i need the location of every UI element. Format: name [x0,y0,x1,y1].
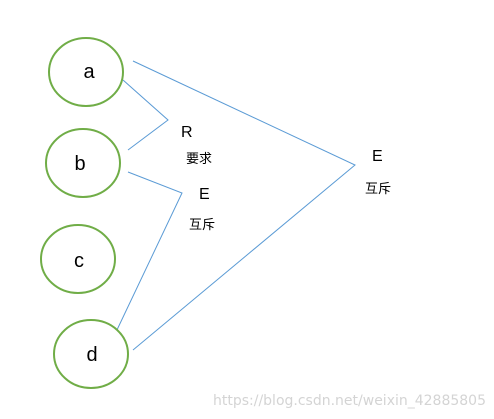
relation-ad-desc: 互斥 [365,182,391,197]
node-b-label: b [74,153,85,175]
relation-bd-letter: E [199,186,210,203]
relation-bd-desc: 互斥 [189,218,215,233]
relation-ad-letter: E [372,148,383,165]
node-d-label: d [86,344,97,366]
connector-a-d [132,60,356,351]
node-a-label: a [83,61,95,83]
watermark-text: https://blog.csdn.net/weixin_42885805 [213,393,486,409]
node-d: d [53,319,129,389]
node-a: a [48,37,124,107]
node-c-circle [40,224,116,294]
node-c-label: c [74,250,84,272]
node-d-circle [53,319,129,389]
connector-a-b [122,79,169,151]
connector-b-d [115,171,183,333]
relation-ab-desc: 要求 [186,152,212,167]
node-c: c [40,224,116,294]
node-b-circle [45,128,121,198]
node-b: b [45,128,121,198]
node-a-circle [48,37,124,107]
relation-ab-letter: R [181,124,193,141]
